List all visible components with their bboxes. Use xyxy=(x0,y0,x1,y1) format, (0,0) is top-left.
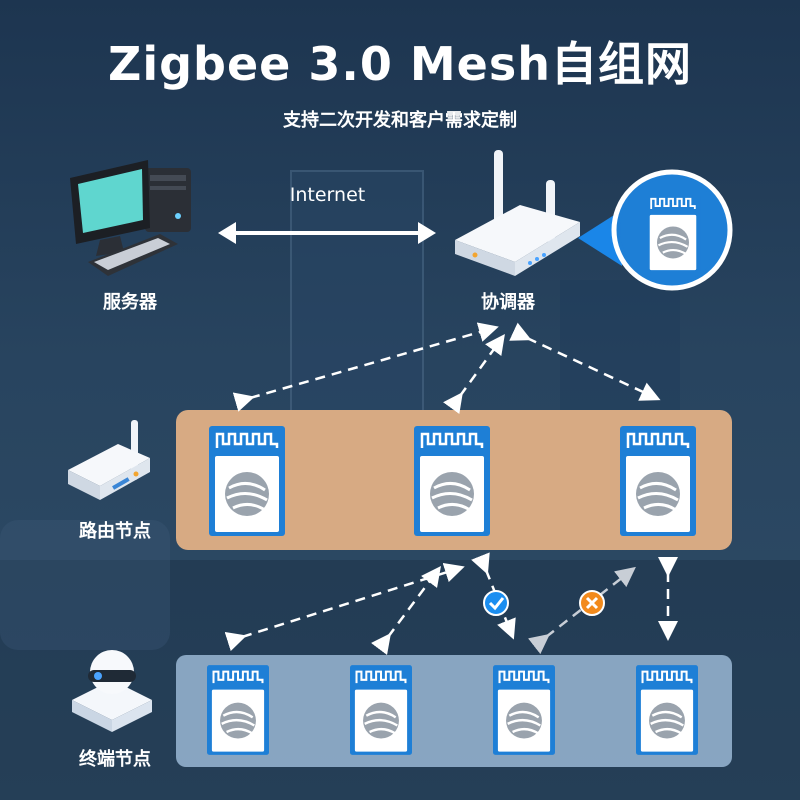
page-title: Zigbee 3.0 Mesh自组网 xyxy=(108,37,692,91)
end-device-module-1 xyxy=(207,663,269,761)
zigbee-module-icon xyxy=(620,426,696,536)
end-device-module-4 xyxy=(636,663,698,761)
internet-label: Internet xyxy=(289,184,366,206)
router-module-3 xyxy=(620,426,696,540)
zigbee-module-icon xyxy=(493,665,555,755)
background-window xyxy=(290,170,424,434)
zigbee-module-icon xyxy=(636,665,698,755)
router-module-2 xyxy=(414,426,490,540)
zigbee-module-icon xyxy=(209,426,285,536)
end-device-module-2 xyxy=(350,663,412,761)
coordinator-label: 协调器 xyxy=(481,292,535,313)
coordinator-zoom-module xyxy=(645,193,701,277)
zigbee-module-icon xyxy=(207,665,269,755)
zigbee-module-icon xyxy=(414,426,490,536)
background-sofa xyxy=(0,520,170,650)
page-subtitle: 支持二次开发和客户需求定制 xyxy=(283,110,517,131)
zigbee-module-icon xyxy=(350,665,412,755)
end-device-module-3 xyxy=(493,663,555,761)
router-label: 路由节点 xyxy=(79,521,151,542)
link-coord-router-2 xyxy=(443,333,505,415)
router-module-1 xyxy=(209,426,285,540)
end-device-label: 终端节点 xyxy=(79,749,151,770)
zigbee-module-icon xyxy=(645,193,701,273)
server-label: 服务器 xyxy=(103,292,157,313)
